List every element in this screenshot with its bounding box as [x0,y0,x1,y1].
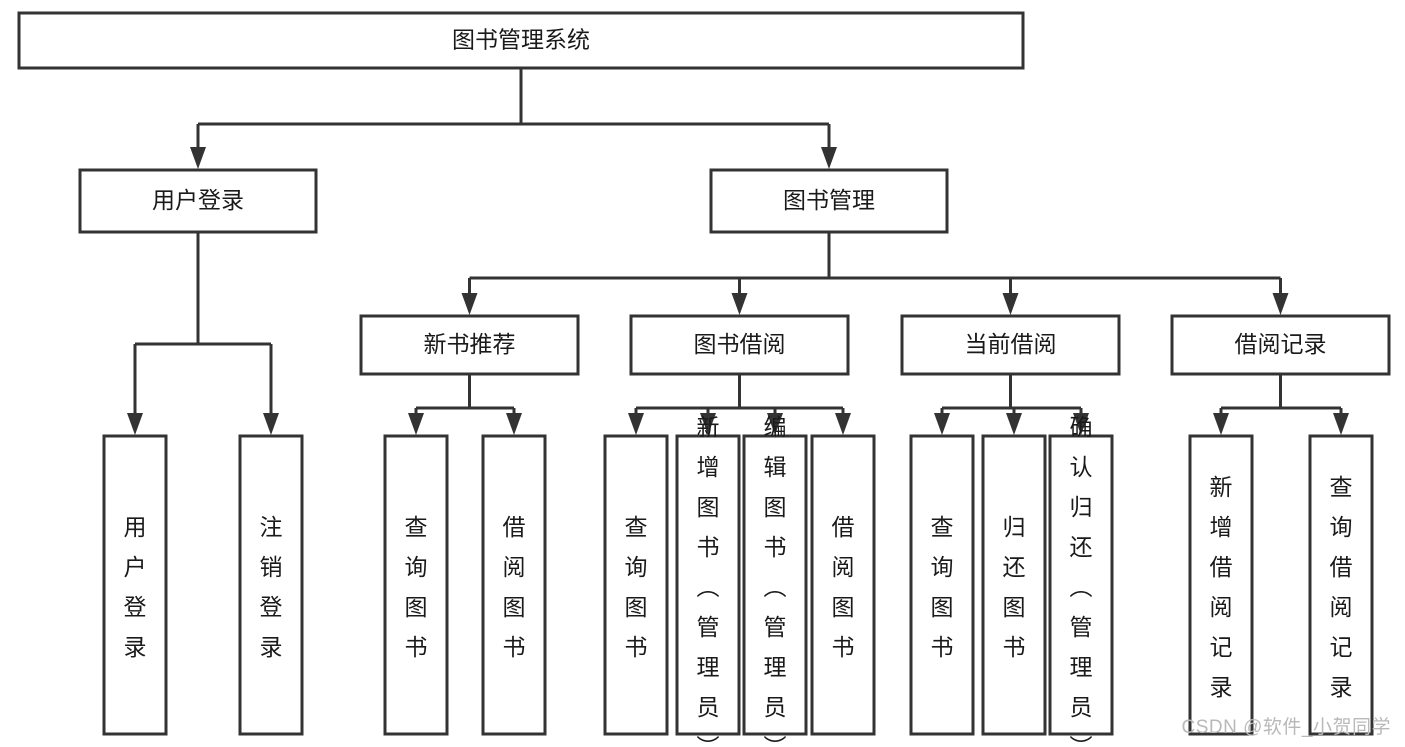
node-box[interactable] [909,434,975,736]
node-records[interactable]: 借阅记录 [1170,314,1391,376]
node-leaf-user-login[interactable]: 用户登录 [102,434,168,736]
arrow-head-icon [1073,413,1089,435]
node-label: 用户登录 [124,514,147,660]
node-label: 图书借阅 [694,331,786,357]
arrow-head-icon [731,293,748,315]
node-box[interactable] [102,434,168,736]
node-label: 图书管理系统 [452,27,590,53]
arrow-head-icon [506,413,522,435]
node-box[interactable] [742,434,808,736]
arrow-head-icon [1272,293,1289,315]
node-label: 查询图书 [405,514,428,660]
node-label: 图书管理 [783,187,875,213]
arrow-head-icon [821,147,837,169]
node-label: 新增借阅记录 [1210,474,1233,700]
watermark-label: CSDN @软件_小贺同学 [1181,717,1391,738]
node-label: 归还图书 [1003,514,1026,660]
node-box[interactable] [603,434,669,736]
arrow-head-icon [408,413,424,435]
arrow-head-icon [190,147,206,169]
node-label: 借阅图书 [503,514,526,660]
node-leaf-cur-confirm[interactable]: 确认归还︵管理员︶ [1048,414,1114,747]
node-box[interactable] [17,11,1025,70]
node-label: 查询借阅记录 [1330,474,1353,700]
node-newbook[interactable]: 新书推荐 [359,314,580,376]
arrow-head-icon [767,413,783,435]
node-leaf-rec-add[interactable]: 新增借阅记录 [1188,434,1254,736]
node-leaf-bk-edit[interactable]: 编辑图书︵管理员︶ [742,414,808,747]
node-label: 用户登录 [152,187,244,213]
node-label: 注销登录 [260,514,283,660]
node-box[interactable] [709,168,949,234]
node-label: 编辑图书︵管理员︶ [764,414,787,747]
node-current[interactable]: 当前借阅 [900,314,1121,376]
node-label: 借阅图书 [832,514,855,660]
arrow-head-icon [628,413,644,435]
node-bookmgmt[interactable]: 图书管理 [709,168,949,234]
connector-layer [127,68,1349,435]
node-box[interactable] [810,434,876,736]
node-box[interactable] [359,314,580,376]
node-box[interactable] [78,168,318,234]
node-label: 新书推荐 [424,331,516,357]
arrow-head-icon [461,293,478,315]
node-box[interactable] [1188,434,1254,736]
arrow-head-icon [263,413,279,435]
node-label: 查询图书 [625,514,648,660]
arrow-head-icon [934,413,950,435]
arrow-head-icon [1006,413,1022,435]
node-box[interactable] [981,434,1047,736]
node-login[interactable]: 用户登录 [78,168,318,234]
arrow-head-icon [1333,413,1349,435]
node-leaf-bk-add[interactable]: 新增图书︵管理员︶ [675,414,741,747]
node-label: 确认归还︵管理员︶ [1070,414,1093,747]
node-leaf-cur-return[interactable]: 归还图书 [981,434,1047,736]
node-leaf-cur-query[interactable]: 查询图书 [909,434,975,736]
arrow-head-icon [1213,413,1229,435]
node-leaf-rec-query[interactable]: 查询借阅记录 [1308,434,1374,736]
node-root[interactable]: 图书管理系统 [17,11,1025,70]
node-box[interactable] [383,434,449,736]
node-label: 借阅记录 [1235,331,1327,357]
node-box[interactable] [1170,314,1391,376]
node-leaf-user-logout[interactable]: 注销登录 [238,434,304,736]
node-leaf-nb-borrow[interactable]: 借阅图书 [481,434,547,736]
node-box[interactable] [675,434,741,736]
node-label: 当前借阅 [965,331,1057,357]
node-box[interactable] [238,434,304,736]
node-leaf-nb-query[interactable]: 查询图书 [383,434,449,736]
node-label: 查询图书 [931,514,954,660]
node-box[interactable] [1048,434,1114,736]
arrow-head-icon [127,413,143,435]
arrow-head-icon [1002,293,1019,315]
arrow-head-icon [835,413,851,435]
arrow-head-icon [700,413,716,435]
node-leaf-bk-query[interactable]: 查询图书 [603,434,669,736]
node-leaf-bk-borrow[interactable]: 借阅图书 [810,434,876,736]
node-borrow[interactable]: 图书借阅 [629,314,850,376]
node-box[interactable] [1308,434,1374,736]
node-label: 新增图书︵管理员︶ [697,414,720,747]
node-box[interactable] [900,314,1121,376]
node-box[interactable] [481,434,547,736]
node-box[interactable] [629,314,850,376]
